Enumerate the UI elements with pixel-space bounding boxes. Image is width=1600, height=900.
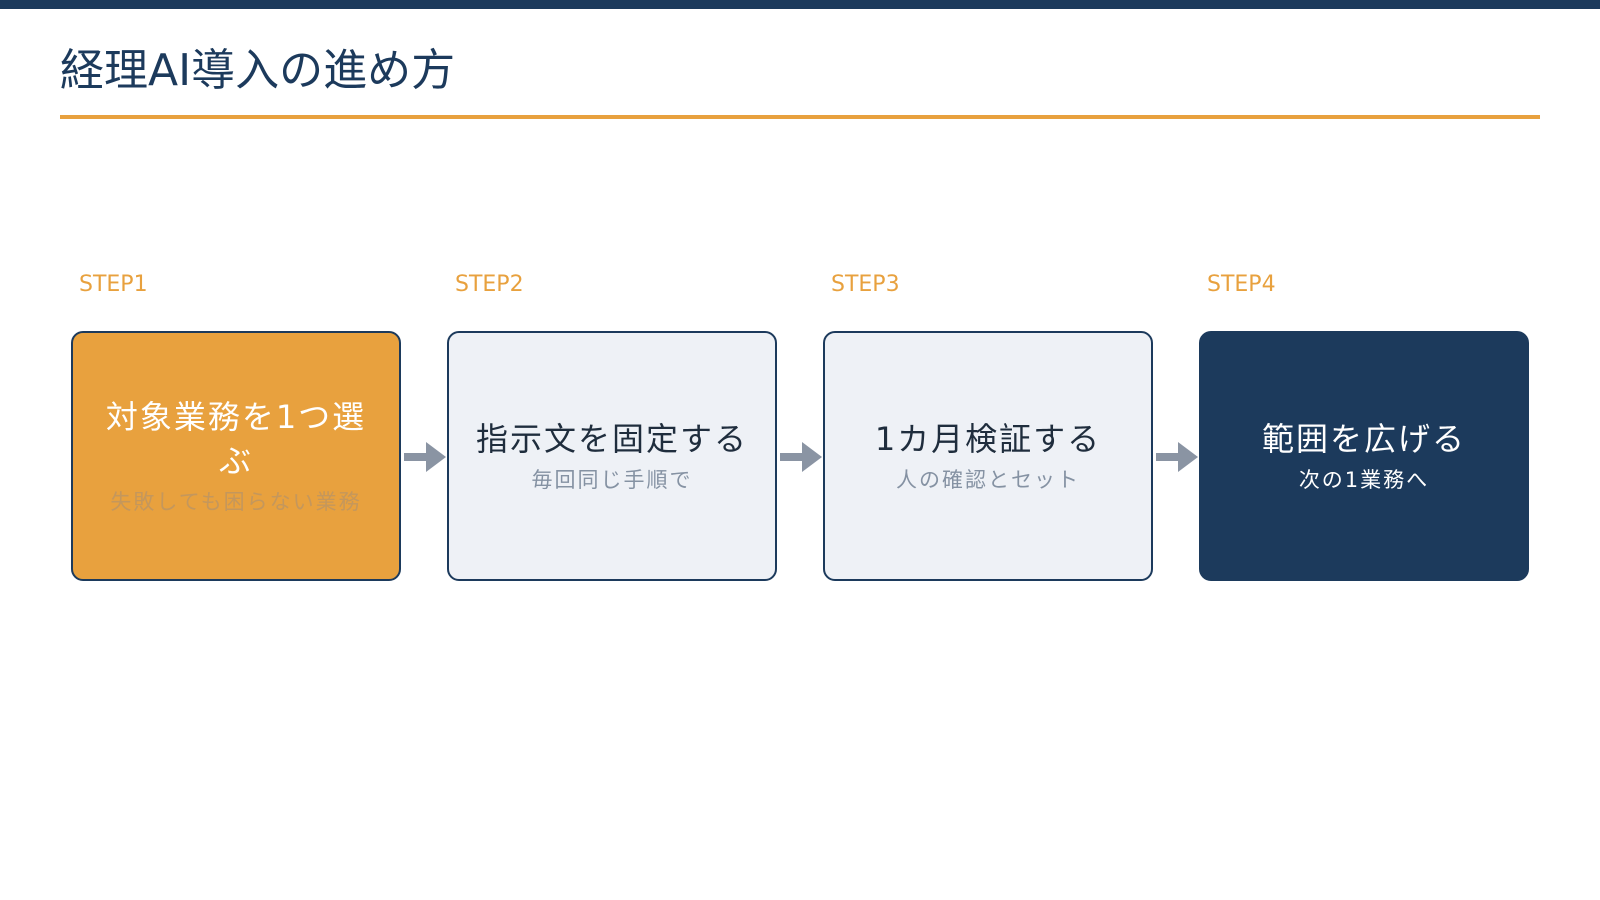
step-3-title: 1カ月検証する bbox=[874, 420, 1102, 458]
step-4-title: 範囲を広げる bbox=[1261, 420, 1466, 458]
arrow-right-icon bbox=[780, 442, 822, 472]
step-3-box: 1カ月検証する 人の確認とセット bbox=[823, 331, 1153, 581]
step-2-box: 指示文を固定する 毎回同じ手順で bbox=[447, 331, 777, 581]
title-underline bbox=[60, 115, 1540, 119]
step-3-label: STEP3 bbox=[831, 272, 900, 297]
page-title: 経理AI導入の進め方 bbox=[60, 45, 456, 96]
step-2-label: STEP2 bbox=[455, 272, 524, 297]
step-4-box: 範囲を広げる 次の1業務へ bbox=[1199, 331, 1529, 581]
step-4-label: STEP4 bbox=[1207, 272, 1276, 297]
step-3-subtitle: 人の確認とセット bbox=[896, 468, 1080, 492]
step-1-subtitle: 失敗しても困らない業務 bbox=[110, 490, 362, 514]
step-4-subtitle: 次の1業務へ bbox=[1298, 468, 1430, 492]
step-2-subtitle: 毎回同じ手順で bbox=[531, 468, 693, 492]
step-1-box: 対象業務を1つ選ぶ 失敗しても困らない業務 bbox=[71, 331, 401, 581]
step-1-title: 対象業務を1つ選ぶ bbox=[105, 398, 367, 480]
step-1-label: STEP1 bbox=[79, 272, 148, 297]
step-2-title: 指示文を固定する bbox=[475, 420, 748, 458]
top-accent-bar bbox=[0, 0, 1600, 9]
arrow-right-icon bbox=[404, 442, 446, 472]
arrow-right-icon bbox=[1156, 442, 1198, 472]
